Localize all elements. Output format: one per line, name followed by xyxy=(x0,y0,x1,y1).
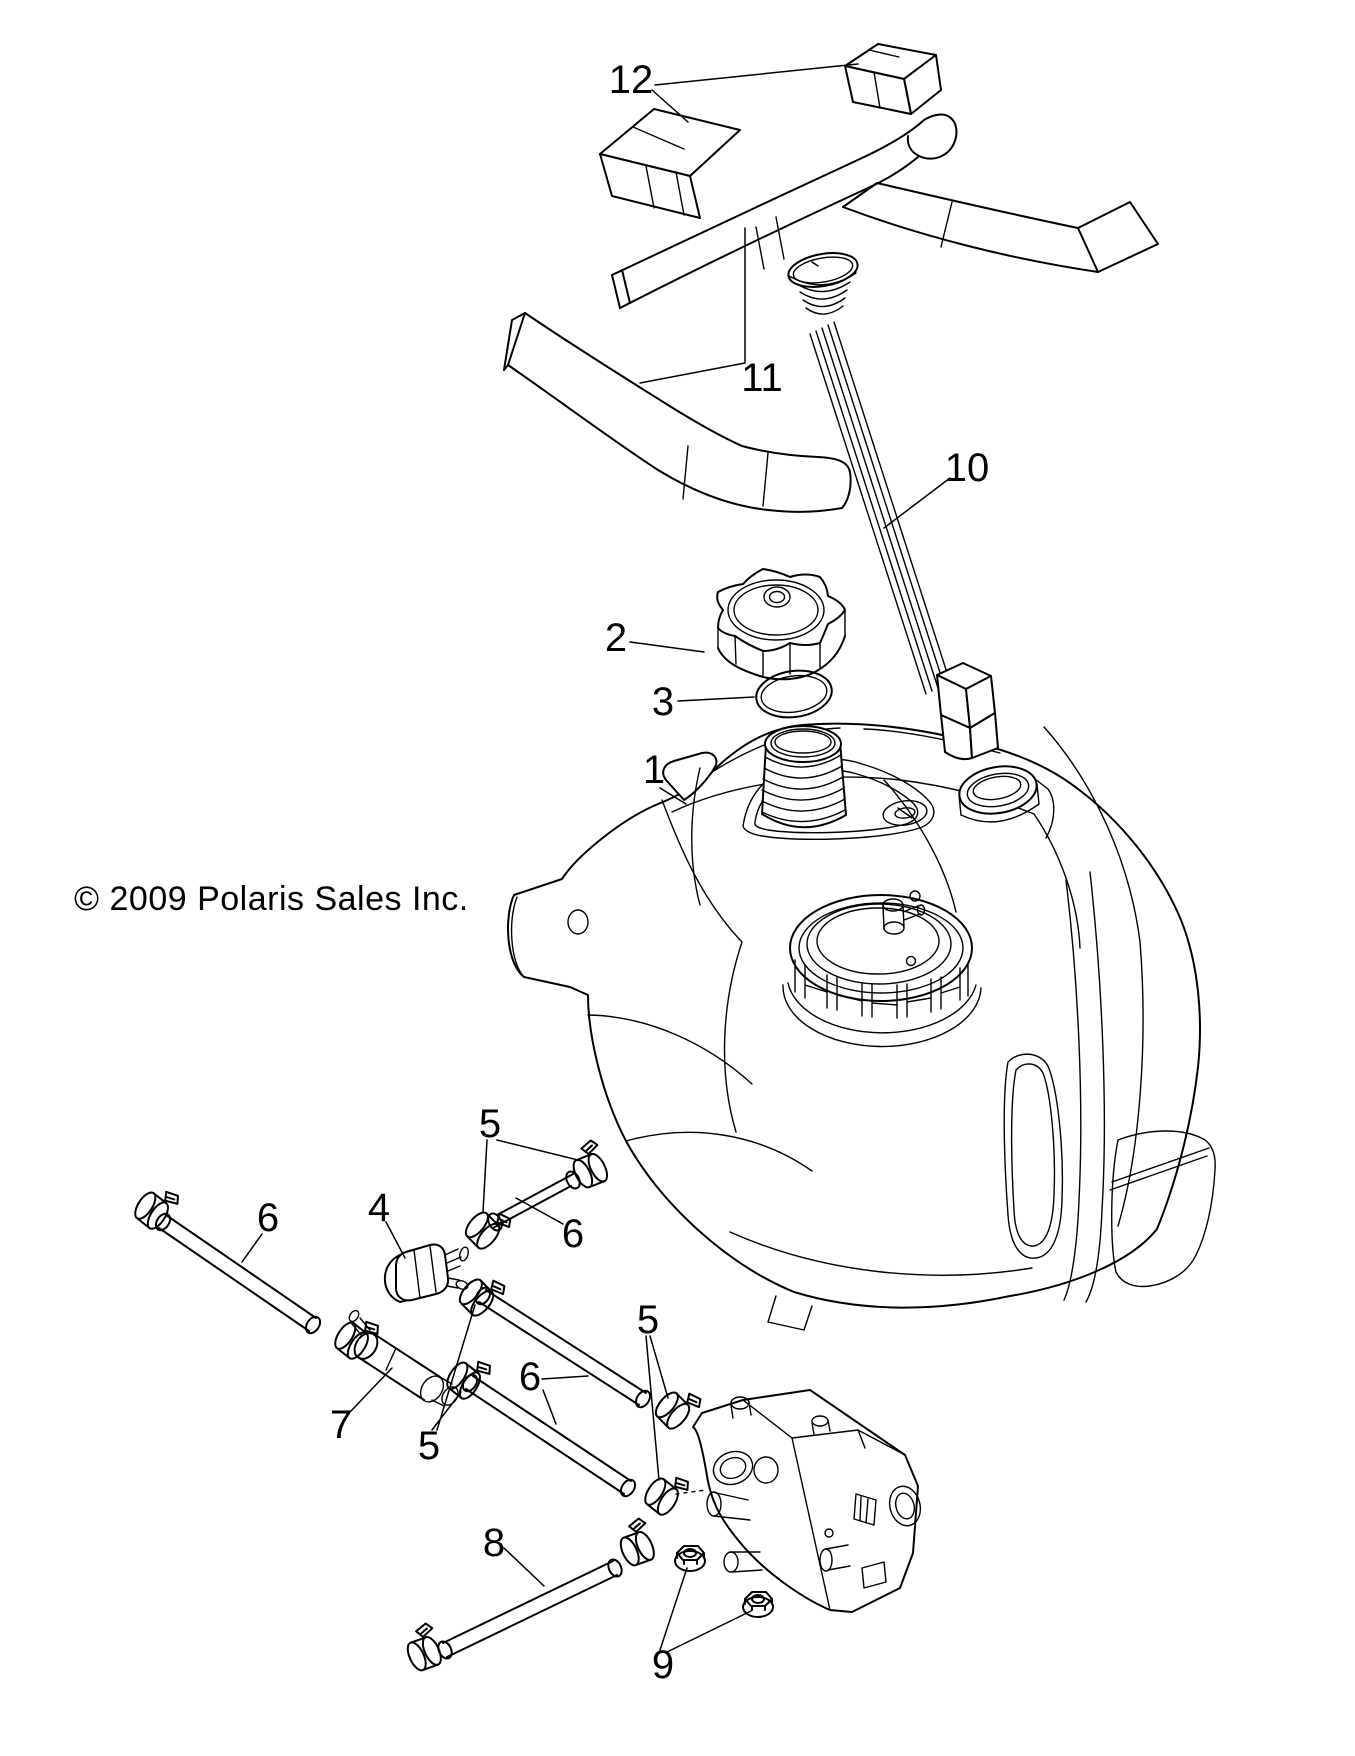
filler-neck xyxy=(761,725,847,829)
tank-strap-upper xyxy=(611,113,958,309)
fuel-hose-long xyxy=(474,1286,652,1409)
callout-7-label: 7 xyxy=(330,1403,352,1447)
callout-7-leader xyxy=(349,1367,393,1413)
callout-6-middle-leader xyxy=(541,1375,589,1425)
callout-1: 1 xyxy=(643,748,687,805)
tank-strap-right xyxy=(842,182,1159,273)
hose-clamp-5 xyxy=(453,1266,509,1323)
copyright-notice: © 2009 Polaris Sales Inc. xyxy=(74,880,469,918)
callout-1-leader xyxy=(659,787,687,805)
callout-3-label: 3 xyxy=(652,680,674,724)
callout-9: 9 xyxy=(652,1567,752,1687)
callout-6-middle-label: 6 xyxy=(519,1355,541,1399)
callout-5-lower: 5 xyxy=(418,1304,476,1468)
hose-clamp-10 xyxy=(398,1620,449,1676)
callout-12-leader xyxy=(651,63,859,123)
inline-fitting xyxy=(348,1309,459,1407)
fuel-hose-middle xyxy=(461,1373,637,1498)
hose-clamp-4 xyxy=(563,1137,615,1193)
callout-5-right-label: 5 xyxy=(637,1298,659,1342)
callout-10: 10 xyxy=(883,446,990,529)
callout-5-top: 5 xyxy=(479,1102,579,1213)
callout-2-label: 2 xyxy=(605,616,627,660)
callout-2-leader xyxy=(629,641,705,653)
pump-plate-fitting xyxy=(882,890,926,967)
callout-9-leader xyxy=(659,1567,752,1653)
callout-5-top-leader xyxy=(482,1139,579,1213)
callout-11: 11 xyxy=(639,227,783,400)
callout-5-lower-label: 5 xyxy=(418,1424,440,1468)
callout-12-label: 12 xyxy=(609,58,654,102)
callout-8-label: 8 xyxy=(483,1521,505,1565)
hose-clamp-7 xyxy=(441,1349,495,1405)
callout-3-leader xyxy=(677,696,755,702)
fuel-valve xyxy=(383,1243,469,1303)
hose-clamp-3 xyxy=(459,1199,515,1256)
callout-9-label: 9 xyxy=(652,1643,674,1687)
fuel-pump-assembly xyxy=(675,1389,922,1613)
pump-retaining-ring xyxy=(782,890,982,1048)
callout-8-leader xyxy=(503,1547,545,1587)
callout-4-label: 4 xyxy=(368,1186,390,1230)
fuel-tank xyxy=(507,722,1216,1331)
flange-nut-a xyxy=(674,1545,706,1572)
callout-6-left-label: 6 xyxy=(257,1196,279,1240)
callout-6-middle: 6 xyxy=(519,1355,589,1425)
cap-o-ring xyxy=(755,669,833,719)
callout-11-leader xyxy=(639,227,746,384)
fuel-hose-left xyxy=(154,1212,322,1335)
tank-key-boss xyxy=(882,800,928,826)
callout-5-right: 5 xyxy=(637,1298,669,1481)
fuel-hose-bottom xyxy=(437,1558,623,1660)
sender-float-body xyxy=(936,662,999,761)
callout-4: 4 xyxy=(368,1186,406,1259)
fuel-cap xyxy=(716,568,846,681)
callout-3: 3 xyxy=(652,680,755,724)
callout-6-left: 6 xyxy=(241,1196,279,1263)
callout-10-leader xyxy=(883,477,951,529)
fuel-sender xyxy=(787,252,999,761)
callout-6-left-leader xyxy=(241,1233,263,1263)
callout-12: 12 xyxy=(609,58,859,123)
callout-1-label: 1 xyxy=(643,748,665,792)
callout-5-top-label: 5 xyxy=(479,1102,501,1146)
callout-7: 7 xyxy=(330,1367,393,1447)
foam-pad-left xyxy=(599,108,741,219)
sender-opening xyxy=(958,765,1055,839)
callout-4-leader xyxy=(385,1221,406,1259)
callout-6-right-label: 6 xyxy=(562,1212,584,1256)
callout-5-lower-leader xyxy=(431,1304,476,1431)
foam-pad-right xyxy=(844,43,942,115)
callout-6-right-leader xyxy=(515,1197,564,1225)
callout-11-label: 11 xyxy=(741,356,783,400)
callout-5-right-leader xyxy=(645,1335,669,1481)
callout-6-right: 6 xyxy=(515,1197,584,1256)
tank-strap-left xyxy=(503,312,852,513)
callout-8: 8 xyxy=(483,1521,545,1587)
hose-clamp-9 xyxy=(611,1515,662,1571)
callout-2: 2 xyxy=(605,616,705,660)
callout-10-label: 10 xyxy=(945,446,990,490)
